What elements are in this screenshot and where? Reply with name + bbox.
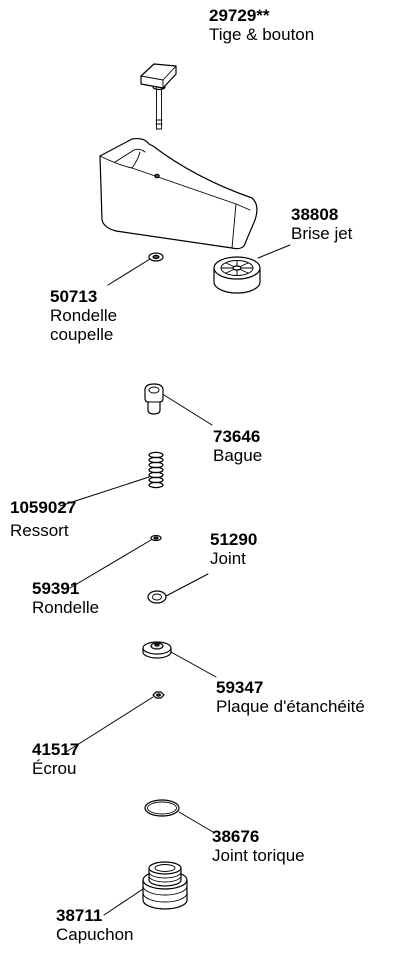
part-description: Plaque d'étanchéité bbox=[216, 697, 365, 717]
callout-stem-knob: 29729** Tige & bouton bbox=[209, 6, 314, 44]
part-number: 73646 bbox=[213, 427, 261, 446]
part-number: 59391 bbox=[32, 579, 80, 598]
callout-cap: 38711 Capuchon bbox=[56, 906, 134, 944]
part-description: Rondelle bbox=[32, 598, 100, 618]
part-description: Écrou bbox=[32, 759, 77, 779]
part-number: 1059027 bbox=[10, 498, 77, 517]
bushing-drawing bbox=[144, 383, 164, 415]
part-description: Joint torique bbox=[212, 846, 305, 866]
spring-drawing bbox=[148, 451, 164, 489]
leader-seal-plate bbox=[170, 651, 217, 678]
part-description: Tige & bouton bbox=[209, 25, 315, 45]
callout-bushing: 73646 Bague bbox=[213, 427, 262, 465]
joint-drawing bbox=[147, 590, 167, 604]
seal-plate-drawing bbox=[142, 641, 172, 659]
callout-washer: 59391 Rondelle bbox=[32, 579, 99, 617]
part-number: 41517 bbox=[32, 740, 80, 759]
cup-washer-drawing bbox=[148, 252, 164, 262]
nut-drawing bbox=[152, 691, 165, 699]
part-number: 51290 bbox=[210, 530, 258, 549]
callout-cup-washer: 50713 Rondelle coupelle bbox=[50, 287, 140, 344]
leader-joint bbox=[165, 573, 209, 597]
part-number: 50713 bbox=[50, 287, 98, 306]
leader-aerator bbox=[257, 244, 291, 259]
leader-o-ring bbox=[178, 811, 214, 833]
leader-cup-washer bbox=[107, 258, 151, 286]
part-description: Ressort bbox=[10, 521, 69, 541]
stem-knob-drawing bbox=[140, 63, 177, 130]
callout-spring: 1059027 Ressort bbox=[10, 498, 76, 540]
callout-seal-plate: 59347 Plaque d'étanchéité bbox=[216, 678, 365, 716]
part-description: Joint bbox=[210, 549, 246, 569]
leader-bushing bbox=[163, 394, 213, 426]
part-number: 59347 bbox=[216, 678, 264, 697]
callout-aerator: 38808 Brise jet bbox=[291, 205, 352, 243]
callout-nut: 41517 Écrou bbox=[32, 740, 79, 778]
aerator-drawing bbox=[213, 256, 261, 294]
part-description: Capuchon bbox=[56, 925, 134, 945]
part-number: 38808 bbox=[291, 205, 339, 224]
leader-nut bbox=[65, 696, 154, 753]
part-number: 38711 bbox=[56, 906, 103, 925]
callout-o-ring: 38676 Joint torique bbox=[212, 827, 305, 865]
cap-drawing bbox=[142, 861, 188, 910]
leader-spring bbox=[59, 476, 150, 507]
o-ring-drawing bbox=[144, 799, 180, 817]
leader-washer bbox=[69, 539, 152, 589]
part-description: Rondelle coupelle bbox=[50, 306, 118, 345]
small-washer-drawing bbox=[150, 534, 162, 542]
callout-joint: 51290 Joint bbox=[210, 530, 257, 568]
leader-cap bbox=[103, 888, 144, 916]
part-number: 38676 bbox=[212, 827, 260, 846]
part-description: Brise jet bbox=[291, 224, 353, 244]
part-description: Bague bbox=[213, 446, 263, 466]
spout-drawing bbox=[99, 137, 258, 250]
leader-lines bbox=[59, 244, 291, 916]
part-number: 29729** bbox=[209, 6, 270, 25]
